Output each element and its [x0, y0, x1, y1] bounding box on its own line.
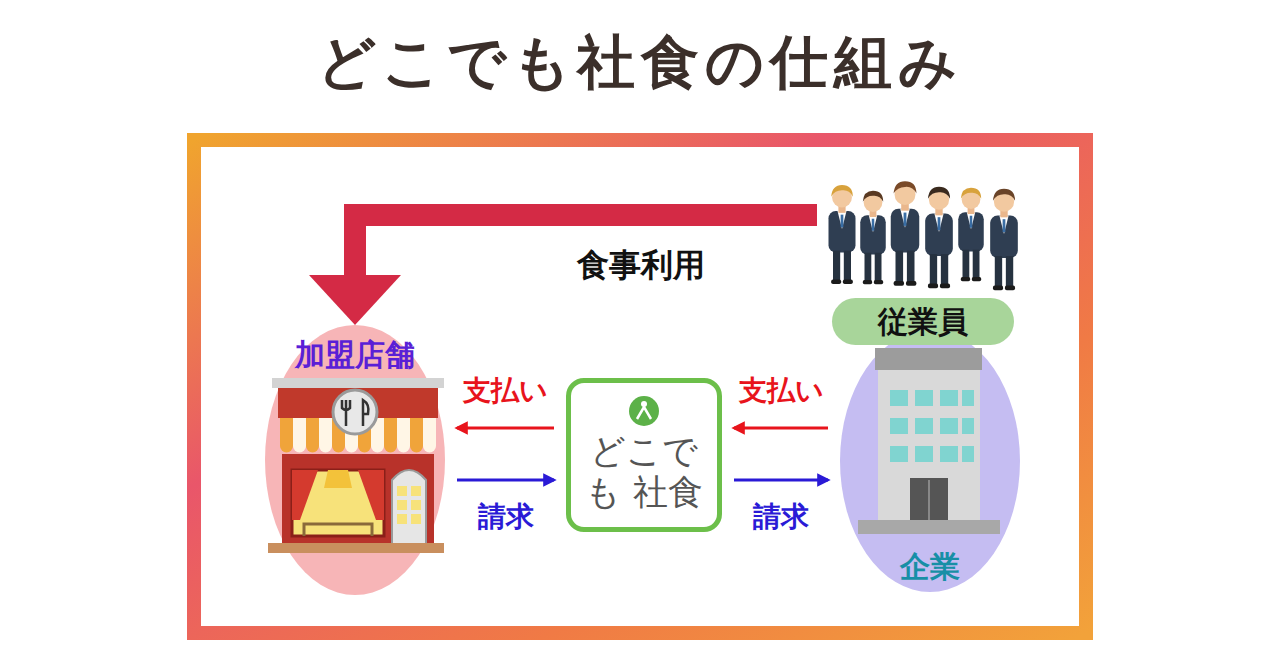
company: 企業 — [840, 330, 1020, 592]
node-label: 従業員 — [832, 298, 1014, 345]
flow-arrow — [734, 427, 828, 430]
edge-label: 支払い — [460, 374, 551, 408]
edge-label: 請求 — [475, 500, 537, 534]
diagram-title: どこでも社食の仕組み — [0, 28, 1280, 98]
flow-arrow — [457, 427, 554, 430]
edge-label: 請求 — [750, 500, 812, 534]
arrow-head — [309, 275, 401, 325]
service-box: どこでも 社食 — [566, 378, 722, 532]
employee-group: 従業員 — [817, 175, 1029, 345]
edge-label: 支払い — [736, 374, 827, 408]
employees-illustration — [829, 181, 1018, 290]
member-store: 加盟店舗 — [265, 325, 445, 595]
edge-label: 食事利用 — [574, 246, 708, 284]
node-label: 加盟店舗 — [295, 335, 415, 374]
node-label: 企業 — [900, 547, 960, 586]
gradient-frame — [194, 140, 1086, 633]
node-label: どこでも 社食 — [579, 431, 709, 514]
flow-arrow — [457, 479, 554, 482]
flow-arrow — [734, 479, 828, 482]
